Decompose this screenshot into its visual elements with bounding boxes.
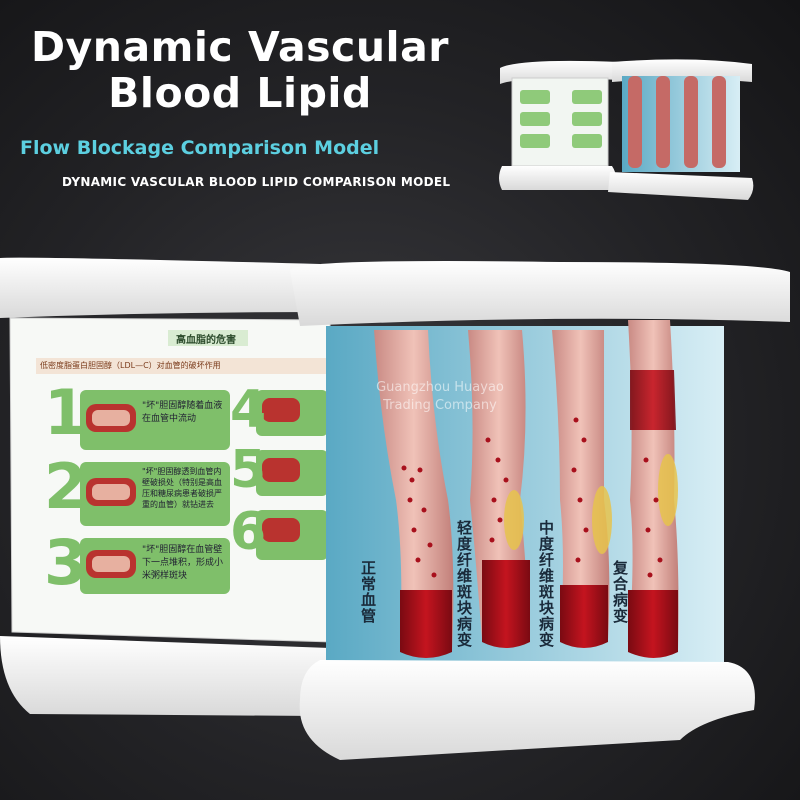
headline-title: Dynamic Vascular Blood Lipid	[31, 23, 449, 117]
vessel-label-mild: 轻度纤维斑块病变	[455, 520, 473, 648]
left-board-subheading: 低密度脂蛋白胆固醇（LDL—C）对血管的破坏作用	[40, 361, 221, 370]
step-number-3: 3	[44, 526, 88, 599]
step-text-1: "坏"胆固醇随着血液在血管中流动	[142, 401, 223, 424]
step-text-3: "坏"胆固醇在血管壁下一点堆积，形成小米粥样斑块	[142, 545, 224, 581]
inset-model	[499, 59, 754, 200]
step-number-4: 4	[230, 380, 267, 440]
headline-subtitle: Flow Blockage Comparison Model	[20, 137, 380, 159]
watermark-line2: Trading Company	[383, 398, 497, 413]
step-number-6: 6	[230, 502, 267, 562]
step-number-2: 2	[44, 450, 88, 523]
step-number-5: 5	[230, 440, 267, 500]
headline-subtitle-en: DYNAMIC VASCULAR BLOOD LIPID COMPARISON …	[62, 175, 451, 189]
left-board	[0, 257, 334, 716]
vessel-label-normal: 正常血管	[359, 560, 377, 624]
vessel-board	[290, 261, 790, 760]
left-board-heading: 高血脂的危害	[176, 335, 236, 346]
step-text-2: "坏"胆固醇透到血管内壁破损处（特别是高血压和糖尿病患者破损严重的血管）就钻进去	[142, 467, 222, 509]
watermark-line1: Guangzhou Huayao	[376, 380, 504, 395]
vessel-label-complex: 复合病变	[611, 560, 629, 624]
step-number-1: 1	[44, 376, 88, 449]
vessel-label-moderate: 中度纤维斑块病变	[537, 520, 555, 648]
